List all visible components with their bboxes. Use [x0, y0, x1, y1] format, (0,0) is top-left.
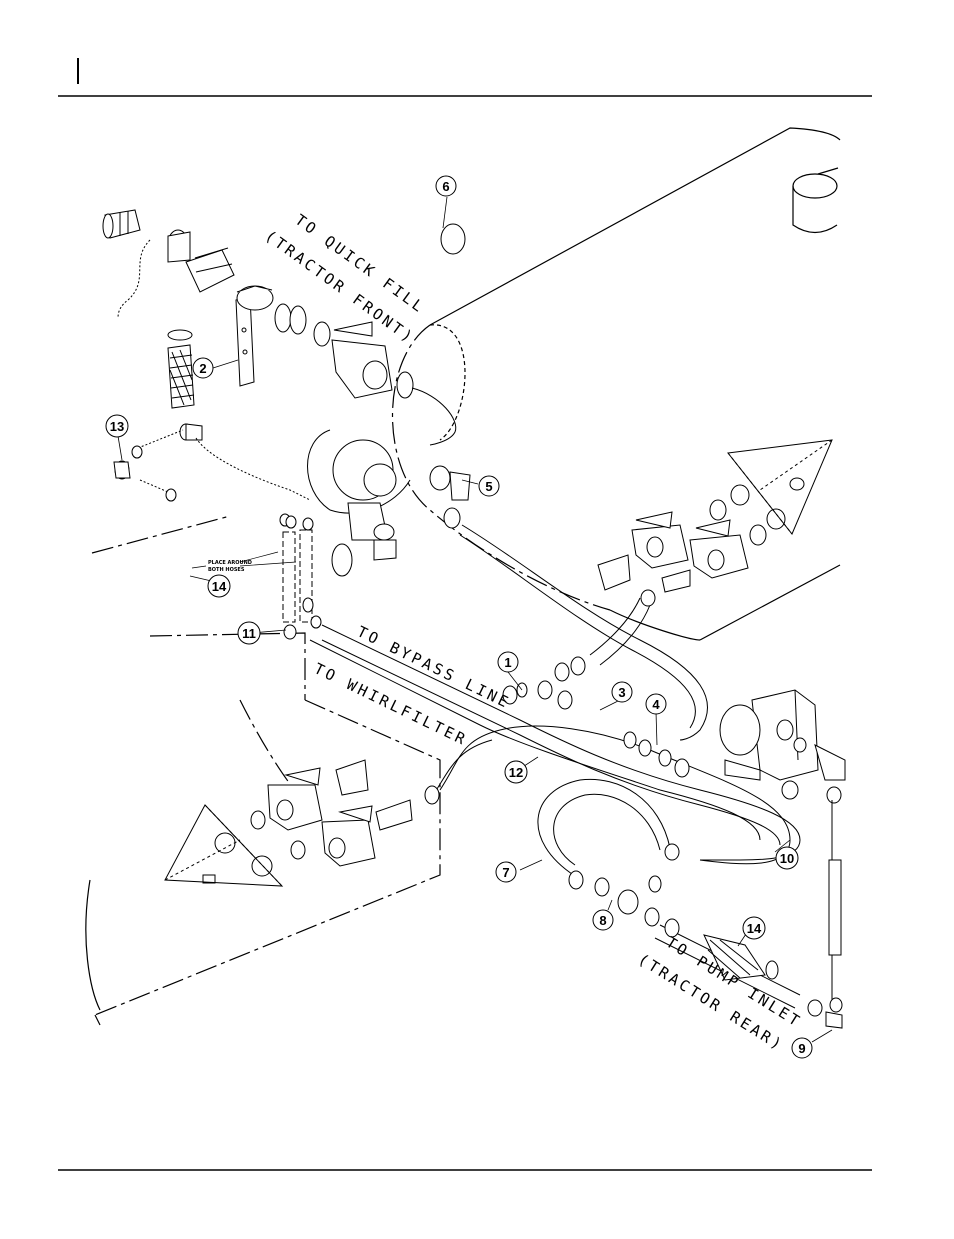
leader-lines: [117, 196, 833, 1043]
inline-strainer: [703, 934, 779, 981]
callout-10: 10: [775, 846, 799, 870]
callout-8: 8: [592, 909, 614, 931]
svg-text:10: 10: [780, 851, 794, 866]
hose-runs: [309, 524, 801, 1009]
tank-valves-lower: [250, 759, 413, 867]
callout-5: 5: [478, 475, 500, 497]
callout-6: 6: [435, 175, 457, 197]
callout-13: 13: [105, 414, 129, 438]
callout-14-lower: 14: [742, 916, 766, 940]
svg-text:14: 14: [212, 579, 227, 594]
main-tank: [391, 127, 841, 641]
callout-7: 7: [495, 861, 517, 883]
callout-14-upper: 14: [207, 574, 231, 598]
svg-text:3: 3: [618, 685, 625, 700]
callout-2: 2: [192, 357, 214, 379]
small-fittings: [113, 423, 311, 502]
lower-sump: [164, 804, 284, 887]
svg-text:13: 13: [110, 419, 124, 434]
svg-text:12: 12: [509, 765, 523, 780]
vertical-riser: [279, 513, 322, 640]
mounting-bracket: [235, 285, 274, 387]
svg-text:4: 4: [652, 697, 660, 712]
svg-text:1: 1: [504, 655, 511, 670]
hose-sleeve: [167, 329, 195, 409]
svg-text:BOTH HOSES: BOTH HOSES: [208, 567, 245, 573]
pump-drop-hose: [825, 800, 843, 1029]
svg-text:7: 7: [502, 865, 509, 880]
pump: [719, 689, 846, 781]
quick-fill-coupler: [102, 209, 235, 319]
callout-3: 3: [611, 681, 633, 703]
sleeve-note: PLACE AROUND BOTH HOSES: [191, 551, 297, 573]
tank-cap: [440, 223, 466, 255]
svg-text:PLACE AROUND: PLACE AROUND: [208, 560, 252, 566]
tank-valves-upper: [597, 499, 767, 593]
svg-text:2: 2: [199, 361, 206, 376]
svg-text:11: 11: [242, 626, 256, 641]
svg-text:9: 9: [798, 1041, 805, 1056]
svg-text:14: 14: [747, 921, 762, 936]
svg-text:8: 8: [599, 913, 606, 928]
upper-sump: [727, 439, 833, 535]
quick-fill-valve: [274, 303, 457, 446]
whirlfilter-assembly: [307, 429, 471, 577]
svg-text:5: 5: [485, 479, 492, 494]
callout-4: 4: [645, 693, 667, 715]
callout-11: 11: [237, 621, 261, 645]
lower-tank: [85, 515, 441, 1026]
svg-text:6: 6: [442, 179, 449, 194]
callout-9: 9: [791, 1037, 813, 1059]
callout-12: 12: [504, 760, 528, 784]
callout-1: 1: [497, 651, 519, 673]
hose-clamps: [424, 507, 843, 1017]
